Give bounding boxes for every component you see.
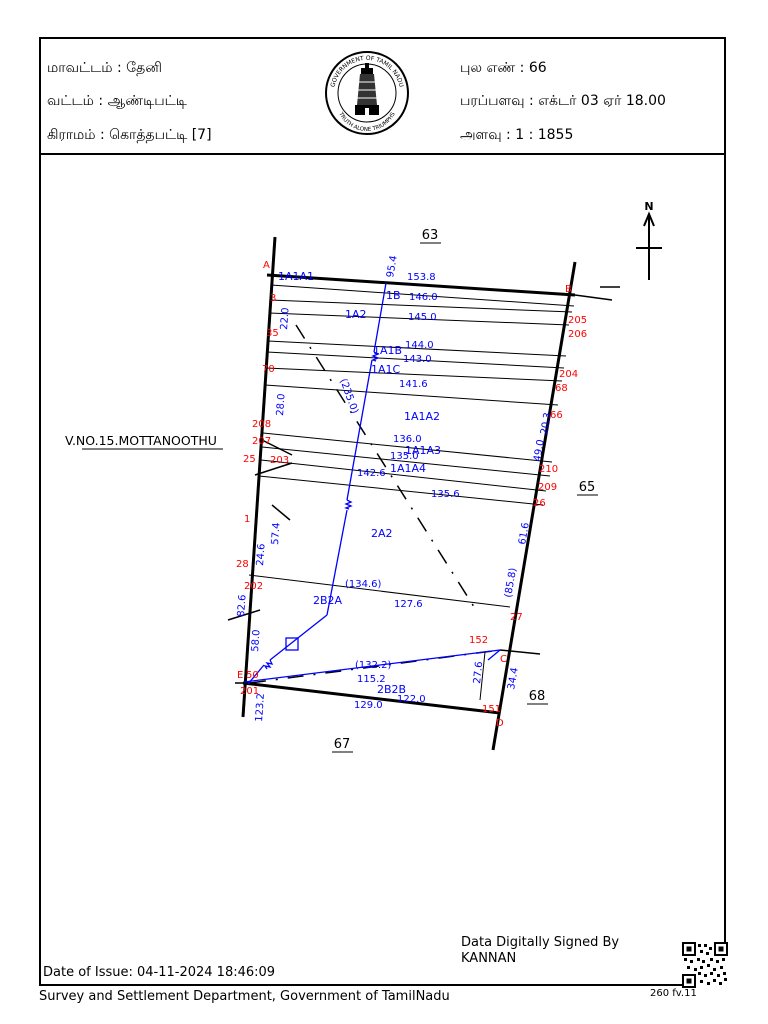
length-144-0: 144.0 [405,340,434,351]
measure-85-8: (85.8) [503,567,519,599]
length-132-2: (132.2) [355,660,392,671]
scale-label: அளவு : 1 : 1855 [460,127,574,143]
measure-34-4: 34.4 [506,667,521,691]
subdivision-2a2: 2A2 [371,527,393,540]
station-27: 27 [510,612,523,623]
village-label: கிராமம் : கொத்தபட்டி [7] [47,127,212,143]
station-68: 68 [555,383,568,394]
village-boundary-label: V.NO.15.MOTTANOOTHU [65,433,217,448]
subdivision-2b2b: 2B2B [377,683,406,696]
subdivision-1a1a4: 1A1A4 [390,462,426,475]
station-208: 208 [252,419,271,430]
neighbor-survey-67: 67 [334,737,351,752]
dashed-traverse [249,324,501,684]
measure-57-4: 57.4 [270,522,283,545]
station-201: 201 [240,686,259,697]
station-151: 151 [482,704,501,715]
signed-by-label: Data Digitally Signed By [461,935,620,950]
station-152: 152 [469,635,488,646]
subdivision-lines [248,284,575,701]
neighbor-survey-63: 63 [422,228,439,243]
length-115-2: 115.2 [357,674,386,685]
svg-text:N: N [644,200,653,213]
station-206: 206 [568,329,587,340]
station-28: 28 [236,559,249,570]
length-134-6: (134.6) [345,579,382,590]
length-141-6: 141.6 [399,379,428,390]
subdivision-1a1c: 1A1C [371,363,401,376]
survey-number-label: புல எண் : 66 [460,60,547,76]
qr-code-icon [682,942,728,988]
station-205: 205 [568,315,587,326]
department-label: Survey and Settlement Department, Govern… [39,989,450,1004]
measure-123-2: 123.2 [254,693,267,722]
station-202: 202 [244,581,263,592]
subdivision-1b: 1B [386,289,401,302]
subdivision-1a2: 1A2 [345,308,367,321]
subdivision-1a1a1: 1A1A1 [278,270,314,283]
station-203: 203 [270,455,289,466]
measure-28-0: 28.0 [275,393,288,416]
corner-e: E [237,670,243,681]
district-label: மாவட்டம் : தேனி [47,60,162,76]
length-136-0: 136.0 [393,434,422,445]
length-129-0: 129.0 [354,700,383,711]
corner-a: A [263,260,270,271]
station-207: 207 [252,436,271,447]
station-204: 204 [559,369,578,380]
station-50: 50 [246,670,259,681]
government-seal-logo: GOVERNMENT OF TAMIL NADU TRUTH ALONE TRI… [325,51,409,135]
station-70: 70 [262,364,275,375]
signer-name: KANNAN [461,951,517,966]
measure-61-6: 61.6 [517,522,532,546]
measure-95-4: 95.4 [385,255,400,279]
length-153-8: 153.8 [407,272,436,283]
station-26: 26 [533,498,546,509]
neighbor-survey-68: 68 [529,689,546,704]
adjacent-boundaries [227,286,620,684]
measure-49-0: 49.0 [532,439,547,463]
corner-d: D [496,718,504,729]
corner-b: B [565,284,572,295]
length-142-6: 142.6 [357,468,386,479]
measure-20-3: 20.3 [539,412,554,436]
station-210: 210 [539,464,558,475]
length-146-0: 146.0 [409,292,438,303]
subdivision-1a1a3: 1A1A3 [405,444,441,457]
length-127-6: 127.6 [394,599,423,610]
measure-24-6: 24.6 [255,543,268,566]
north-arrow-icon: N [636,200,662,280]
taluk-label: வட்டம் : ஆண்டிபட்டி [47,93,187,109]
station-209: 209 [538,482,557,493]
blue-offset-lines [243,282,501,685]
station-66: 66 [550,410,563,421]
length-135-6: 135.6 [431,489,460,500]
measure-22-0: 22.0 [279,307,292,330]
document-frame [39,37,726,986]
measure-58-0: 58.0 [250,629,263,652]
form-number: 260 fv.11 [650,988,697,999]
subdivision-1a1a2: 1A1A2 [404,410,440,423]
station-3: 3 [270,293,276,304]
label-underlines [82,242,598,753]
length-145-0: 145.0 [408,312,437,323]
length-135-0: 135.0 [390,451,419,462]
subdivision-1a1b: 1A1B [373,344,402,357]
station-25: 25 [243,454,256,465]
header-divider [39,153,726,155]
measure-27-6: 27.6 [472,661,485,684]
area-label: பரப்பளவு : எக்டர் 03 ஏர் 18.00 [460,93,666,109]
neighbor-survey-65: 65 [579,480,596,495]
length-122-0: 122.0 [397,694,426,705]
length-143-0: 143.0 [403,354,432,365]
station-35: 35 [266,328,279,339]
corner-c: C [500,654,507,665]
issue-date: Date of Issue: 04-11-2024 18:46:09 [43,965,276,980]
subdivision-2b2a: 2B2A [313,594,343,607]
measure-82-6: 82.6 [236,594,249,617]
station-1: 1 [244,514,250,525]
field-boundary [241,236,577,751]
